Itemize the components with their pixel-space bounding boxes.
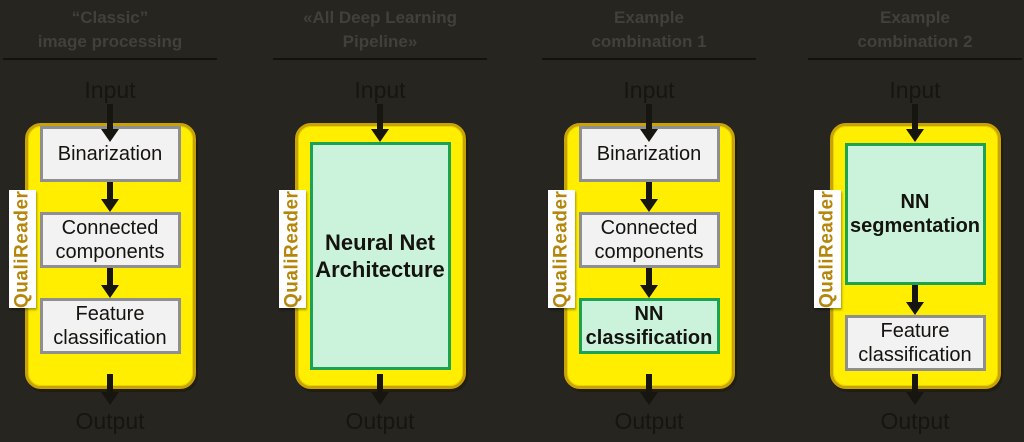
column-title-line2: Pipeline»	[342, 32, 418, 51]
arrow-shaft	[107, 374, 113, 392]
column-title-line1: Example	[614, 8, 684, 27]
arrow-down-icon	[101, 268, 119, 298]
arrow-head	[371, 392, 389, 405]
step-binarization: Binarization	[578, 126, 720, 182]
input-label: Input	[84, 77, 136, 103]
qualireader-brand-label: QualiReader	[9, 190, 36, 308]
arrow-down-icon	[906, 104, 924, 142]
step-nn-segmentation: NN segmentation	[844, 143, 986, 285]
arrow-down-icon	[101, 182, 119, 212]
column-title-line1: “Classic”	[71, 8, 149, 27]
arrow-head	[101, 392, 119, 405]
column-title: Example combination 2	[808, 6, 1022, 54]
arrow-down-icon	[640, 104, 658, 142]
qualireader-pipeline-container: NN segmentation Feature classification	[829, 123, 1001, 389]
qualireader-brand-label: QualiReader	[814, 190, 841, 308]
pipeline-column-classic: “Classic” image processing Input Binariz…	[3, 0, 217, 442]
column-title: “Classic” image processing	[3, 6, 217, 54]
arrow-head	[640, 392, 658, 405]
column-title-line2: combination 1	[591, 32, 707, 51]
pipeline-column-combination-1: Example combination 1 Input Binarization…	[542, 0, 756, 442]
arrow-head	[101, 285, 119, 298]
qualireader-pipeline-container: Binarization Connected components Featur…	[24, 123, 196, 389]
arrow-head	[640, 129, 658, 142]
arrow-head	[906, 392, 924, 405]
arrow-down-icon	[101, 374, 119, 405]
arrow-down-icon	[640, 268, 658, 298]
input-label: Input	[354, 77, 406, 103]
qualireader-brand-label: QualiReader	[548, 190, 575, 308]
qualireader-pipeline-container: Binarization Connected components NN cla…	[563, 123, 735, 389]
input-label: Input	[623, 77, 675, 103]
arrow-head	[101, 129, 119, 142]
arrow-down-icon	[371, 104, 389, 142]
column-title-line2: image processing	[37, 32, 183, 51]
arrow-shaft	[912, 285, 918, 302]
title-underline	[3, 58, 217, 60]
arrow-shaft	[646, 268, 652, 285]
arrow-down-icon	[371, 374, 389, 405]
arrow-head	[906, 302, 924, 315]
arrow-shaft	[646, 374, 652, 392]
arrow-head	[371, 129, 389, 142]
title-underline	[808, 58, 1022, 60]
arrow-shaft	[107, 268, 113, 285]
step-neural-net-architecture: Neural Net Architecture	[309, 142, 451, 370]
output-label: Output	[345, 408, 415, 434]
title-underline	[273, 58, 487, 60]
column-title-line2: combination 2	[857, 32, 973, 51]
step-connected-components: Connected components	[578, 212, 720, 268]
column-title: Example combination 1	[542, 6, 756, 54]
arrow-shaft	[107, 182, 113, 199]
arrow-shaft	[107, 104, 113, 129]
arrow-head	[640, 285, 658, 298]
pipeline-column-combination-2: Example combination 2 Input NN segmentat…	[808, 0, 1022, 442]
arrow-shaft	[646, 104, 652, 129]
qualireader-pipeline-container: Neural Net Architecture	[294, 123, 466, 389]
title-underline	[542, 58, 756, 60]
step-feature-classification: Feature classification	[39, 298, 181, 354]
arrow-down-icon	[906, 285, 924, 315]
output-label: Output	[880, 408, 950, 434]
output-label: Output	[75, 408, 145, 434]
step-connected-components: Connected components	[39, 212, 181, 268]
arrow-shaft	[377, 104, 383, 129]
qualireader-brand-label: QualiReader	[279, 190, 306, 308]
arrow-head	[101, 199, 119, 212]
arrow-shaft	[912, 374, 918, 392]
arrow-down-icon	[101, 104, 119, 142]
arrow-head	[906, 129, 924, 142]
arrow-shaft	[377, 374, 383, 392]
arrow-down-icon	[640, 182, 658, 212]
arrow-shaft	[646, 182, 652, 199]
input-label: Input	[889, 77, 941, 103]
arrow-down-icon	[906, 374, 924, 405]
arrow-shaft	[912, 104, 918, 129]
step-nn-classification: NN classification	[578, 298, 720, 354]
output-label: Output	[614, 408, 684, 434]
column-title-line1: «All Deep Learning	[303, 8, 457, 27]
arrow-head	[640, 199, 658, 212]
column-title-line1: Example	[880, 8, 950, 27]
pipeline-column-deep-learning: «All Deep Learning Pipeline» Input Neura…	[273, 0, 487, 442]
step-feature-classification: Feature classification	[844, 315, 986, 371]
arrow-down-icon	[640, 374, 658, 405]
column-title: «All Deep Learning Pipeline»	[273, 6, 487, 54]
